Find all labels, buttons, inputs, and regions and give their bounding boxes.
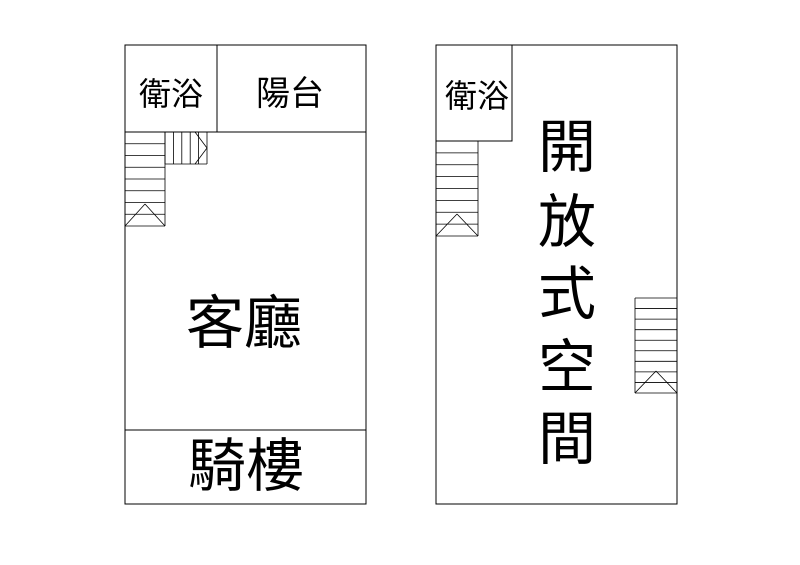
open-space-char-5: 間	[538, 405, 596, 473]
living-room-label: 客廳	[186, 289, 302, 357]
stair-arrow	[456, 213, 479, 237]
stair-arrow	[435, 213, 458, 237]
bathroom-label-right: 衛浴	[445, 77, 509, 115]
arcade-label: 騎樓	[188, 432, 304, 500]
open-space-label: 開 放 式 空 間	[538, 113, 596, 473]
open-space-char-4: 空	[538, 333, 596, 401]
balcony-label: 陽台	[256, 74, 324, 114]
staircase-left-vertical	[124, 131, 166, 227]
stair-arrow	[634, 370, 657, 394]
stair-arrow	[144, 203, 166, 227]
stair-arrow	[194, 147, 208, 165]
floor-plan-left-outline	[124, 44, 367, 505]
bathroom-label-left: 衛浴	[139, 75, 203, 113]
staircase-right-right	[634, 297, 678, 394]
staircase-right-left	[435, 140, 479, 237]
open-space-char-1: 開	[538, 113, 596, 181]
stair-arrow	[124, 203, 146, 227]
floor-plan-right: 衛浴 開 放 式 空 間	[435, 44, 678, 505]
open-space-char-2: 放	[538, 188, 596, 256]
floor-plan-right-outline	[435, 44, 678, 505]
open-space-char-3: 式	[538, 260, 596, 328]
staircase-left-horizontal	[164, 131, 208, 165]
stair-arrow	[194, 131, 208, 149]
floor-plan-left: 衛浴 陽台 客廳 騎樓	[124, 44, 367, 505]
stair-arrow	[655, 370, 678, 394]
